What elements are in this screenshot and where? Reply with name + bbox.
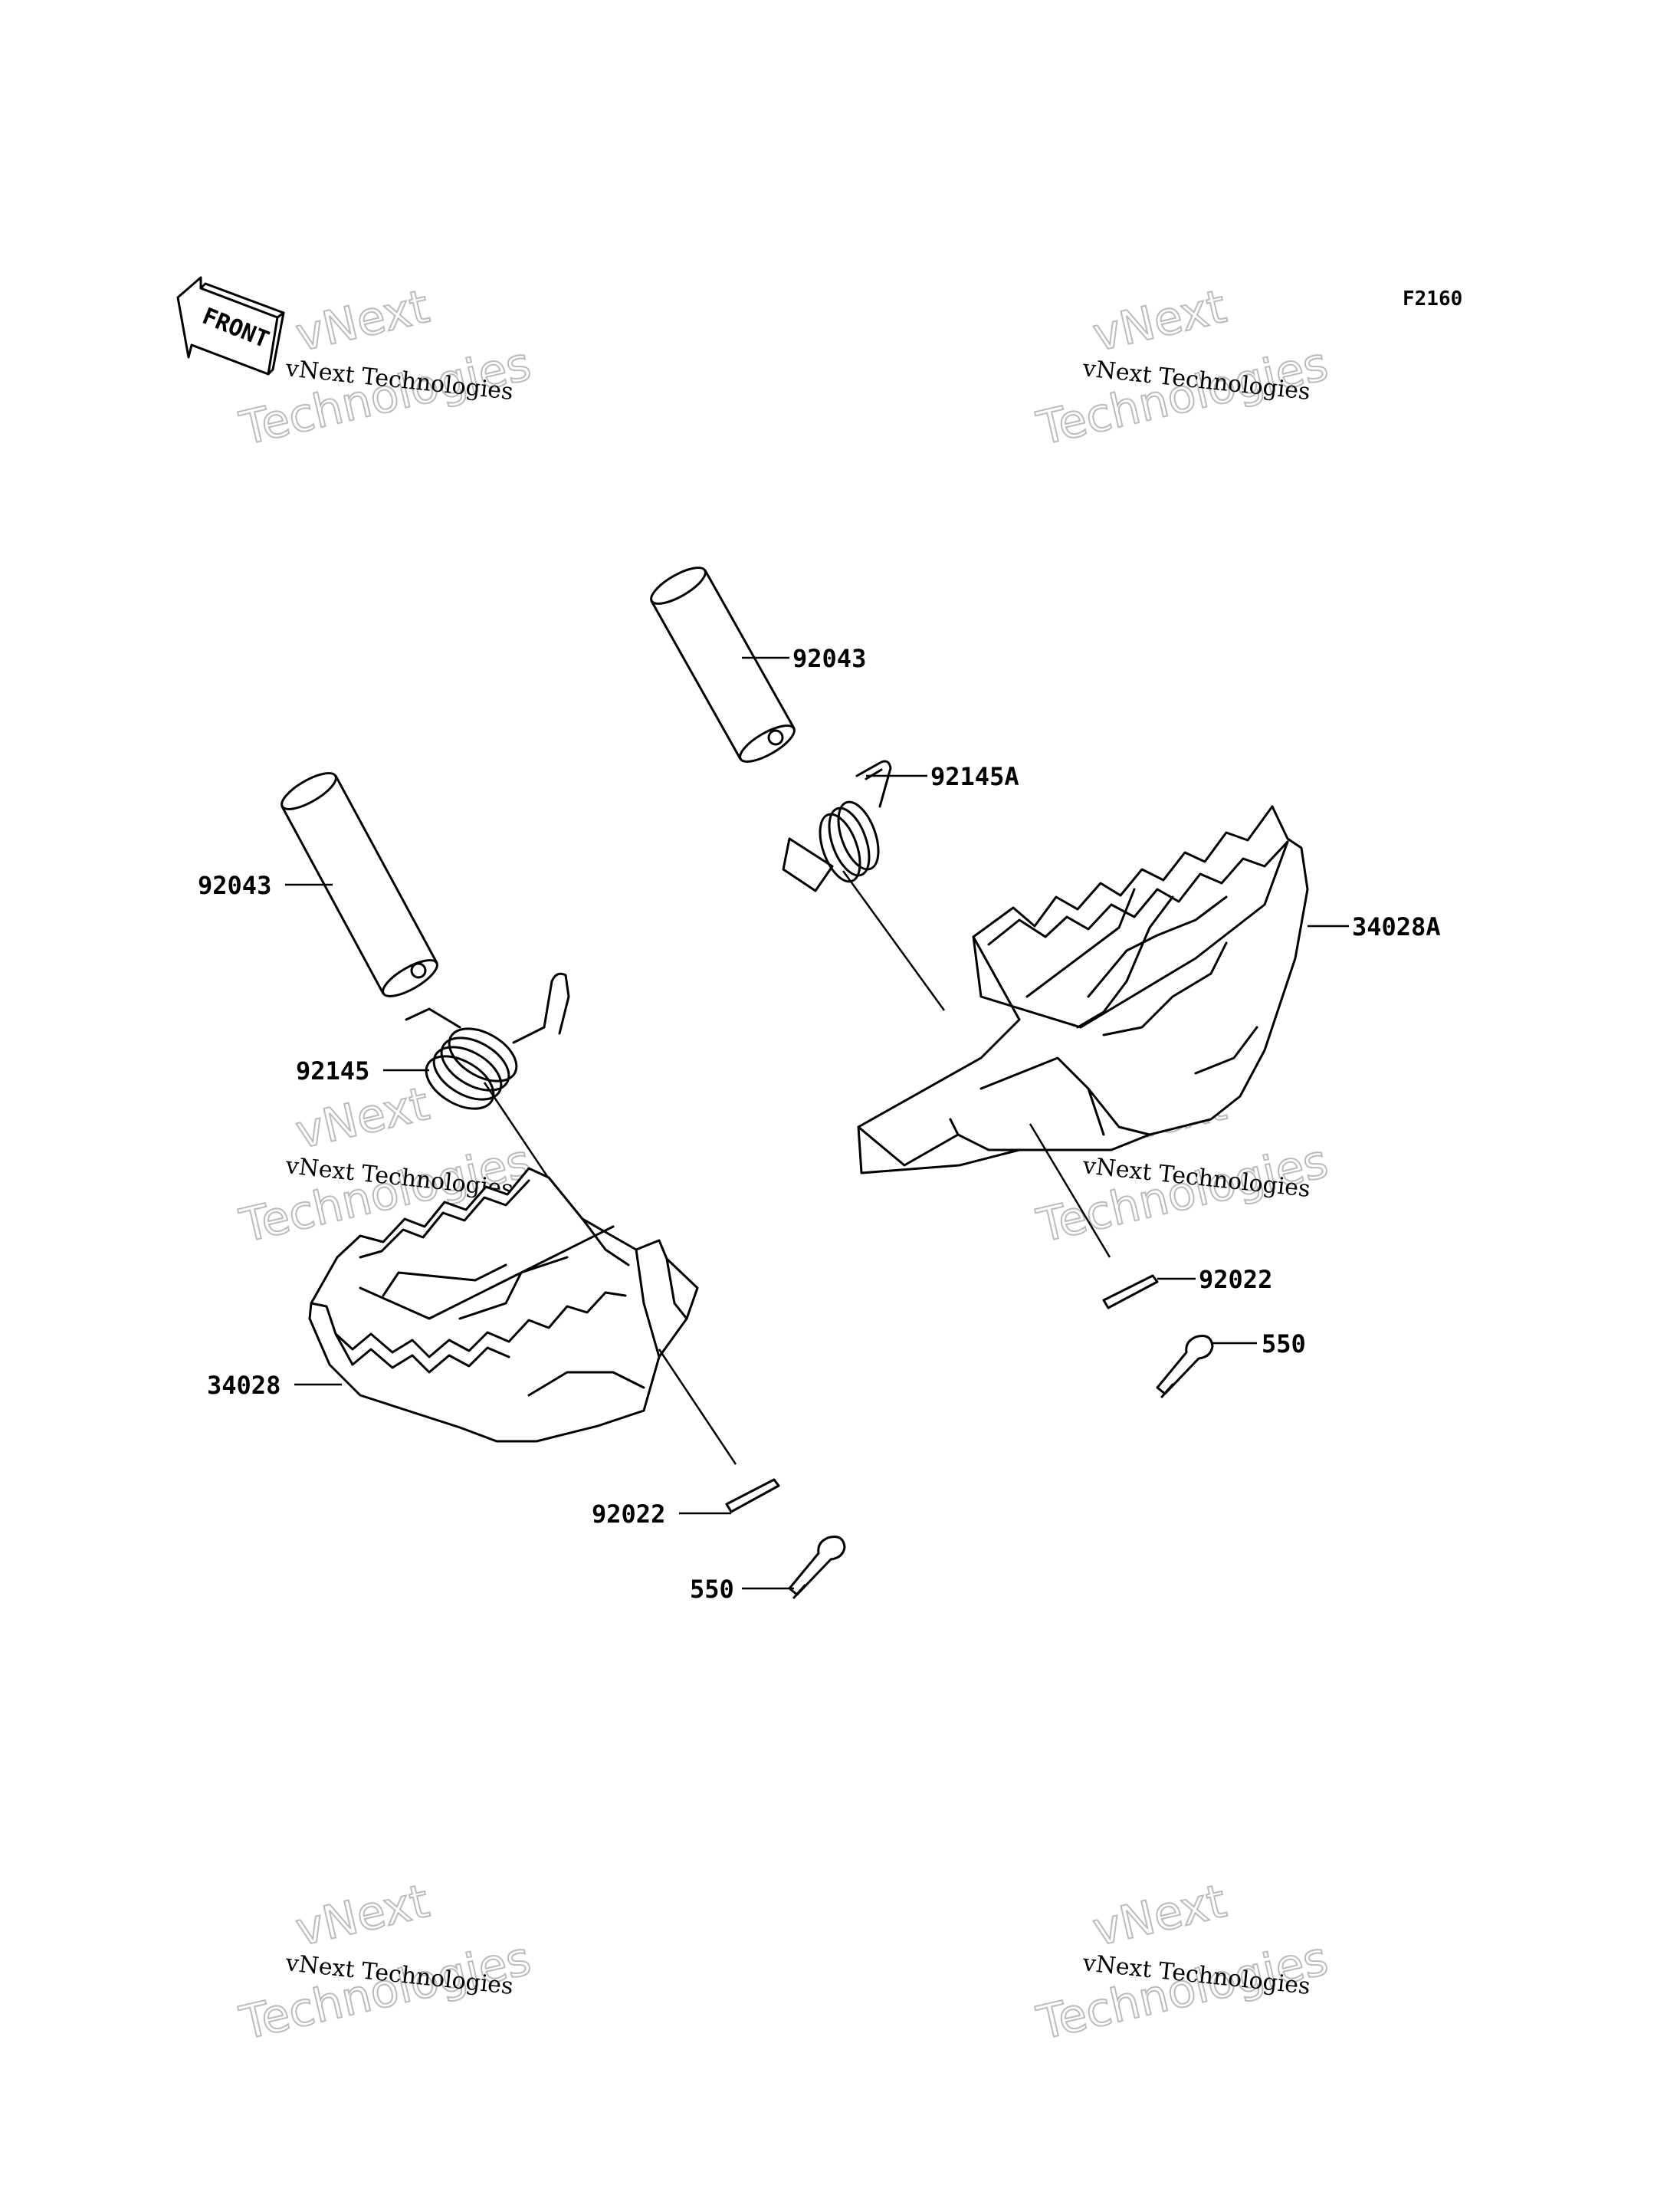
part-label-34028: 34028 <box>207 1371 281 1400</box>
washer-left-icon <box>725 1478 780 1513</box>
svg-text:vNext: vNext <box>291 1077 435 1160</box>
pin-left-icon <box>281 772 438 997</box>
washer-right-icon <box>1102 1274 1159 1309</box>
svg-text:vNext: vNext <box>1088 1874 1232 1957</box>
cotter-pin-right-icon <box>1156 1335 1214 1398</box>
spring-right-icon <box>782 760 892 892</box>
part-label-92145: 92145 <box>296 1056 369 1086</box>
svg-text:vNext: vNext <box>291 1874 435 1957</box>
part-label-550-left: 550 <box>690 1575 734 1604</box>
svg-text:vNext: vNext <box>1088 280 1232 363</box>
footpeg-left-icon <box>308 1167 699 1443</box>
svg-text:vNext: vNext <box>291 280 435 363</box>
part-label-92043-right: 92043 <box>792 644 866 673</box>
front-arrow-icon: FRONT <box>176 276 285 376</box>
footpeg-right-icon <box>857 805 1309 1174</box>
cotter-pin-left-icon <box>788 1536 846 1599</box>
watermark-6: vNext Technologies vNext Technologies <box>1032 1874 1334 2052</box>
part-label-92022-left: 92022 <box>592 1500 665 1529</box>
part-label-92043-left: 92043 <box>198 871 271 900</box>
watermark-5: vNext Technologies vNext Technologies <box>235 1874 536 2052</box>
watermark-1: vNext Technologies vNext Technologies <box>235 279 536 457</box>
spring-left-icon <box>405 972 570 1110</box>
watermark-2: vNext Technologies vNext Technologies <box>1032 279 1334 457</box>
part-label-550-right: 550 <box>1262 1329 1306 1358</box>
part-label-34028A: 34028A <box>1352 912 1441 941</box>
part-label-92145A: 92145A <box>930 762 1019 791</box>
part-label-92022-right: 92022 <box>1199 1265 1272 1294</box>
figure-code: F2160 <box>1403 287 1462 310</box>
pin-right-icon <box>650 567 796 763</box>
